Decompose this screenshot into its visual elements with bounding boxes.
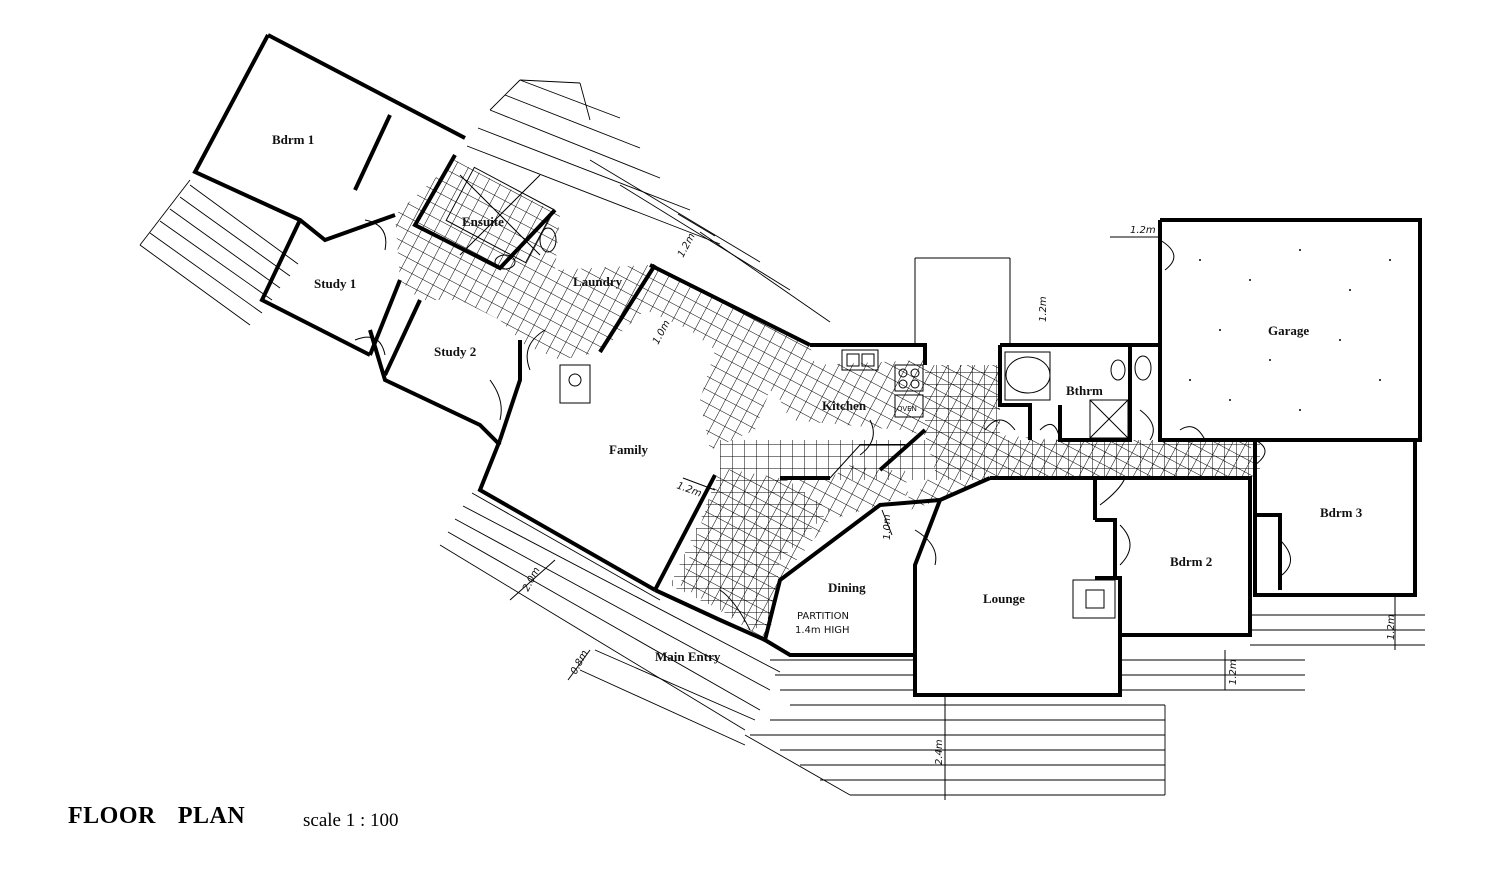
room-label-lounge: Lounge bbox=[983, 591, 1025, 606]
room-label-main-entry: Main Entry bbox=[655, 649, 721, 664]
room-label-study2: Study 2 bbox=[434, 344, 476, 359]
dim-bath-top: 1.2m bbox=[1038, 296, 1049, 322]
dim-family-top: 1.0m bbox=[651, 318, 673, 346]
dim-entry-deck: 0.8m bbox=[569, 648, 591, 676]
partition-note-line1: PARTITION bbox=[797, 611, 849, 622]
plan-scale: scale 1 : 100 bbox=[303, 810, 399, 831]
deck-front-left bbox=[439, 492, 781, 746]
dim-garage-side: 1.2m bbox=[1130, 225, 1156, 236]
door-swings bbox=[354, 219, 1291, 631]
dim-family-side: 1.2m bbox=[675, 480, 703, 499]
deck-front-main bbox=[744, 614, 1425, 796]
oven-label: OVEN bbox=[897, 405, 917, 413]
room-label-bdrm1: Bdrm 1 bbox=[272, 132, 314, 147]
dim-dining-top: 1.0m bbox=[882, 514, 893, 540]
dim-bdrm2-deck: 1.2m bbox=[1228, 659, 1239, 685]
building-walls bbox=[192, 33, 1422, 697]
dim-bdrm3-deck: 1.2m bbox=[1386, 614, 1397, 640]
plan-title-word-floor: FLOOR bbox=[68, 803, 156, 829]
tiled-main-corridor bbox=[720, 440, 1260, 480]
deck-bdrm1 bbox=[139, 179, 299, 326]
tiled-entry bbox=[670, 470, 830, 635]
tiled-hallway bbox=[395, 160, 1255, 640]
plan-title: FLOOR PLAN bbox=[68, 803, 267, 830]
deck-rear bbox=[466, 79, 831, 323]
dimension-lines bbox=[509, 213, 1396, 800]
room-label-bdrm2: Bdrm 2 bbox=[1170, 554, 1212, 569]
room-label-study1: Study 1 bbox=[314, 276, 356, 291]
fixtures bbox=[445, 166, 1152, 619]
garage-floor-texture bbox=[1189, 249, 1391, 411]
dim-front-deck: 2.0m bbox=[521, 565, 543, 593]
room-label-dining: Dining bbox=[828, 580, 866, 595]
room-label-ensuite: Ensuite bbox=[462, 214, 504, 229]
partition-note-line2: 1.4m HIGH bbox=[795, 625, 850, 636]
room-label-bdrm3: Bdrm 3 bbox=[1320, 505, 1363, 520]
plan-title-word-plan: PLAN bbox=[177, 803, 246, 829]
room-label-garage: Garage bbox=[1268, 323, 1309, 338]
room-label-family: Family bbox=[609, 442, 648, 457]
room-label-kitchen: Kitchen bbox=[822, 398, 867, 413]
room-label-laundry: Laundry bbox=[573, 274, 623, 289]
dim-lounge-deck: 2.4m bbox=[934, 739, 945, 765]
room-label-bthrm: Bthrm bbox=[1066, 383, 1103, 398]
dim-rear-deck: 1.2m bbox=[676, 231, 698, 259]
